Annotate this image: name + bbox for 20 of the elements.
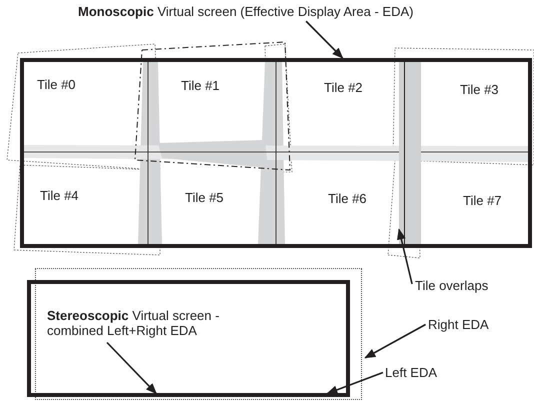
arrow [364, 324, 426, 358]
tile-label: Tile #2 [324, 80, 363, 95]
tile-label: Tile #1 [181, 78, 220, 93]
tile-label: Tile #7 [463, 193, 502, 208]
callout-text: Left EDA [385, 365, 438, 380]
arrow [306, 20, 344, 59]
tile-label: Tile #5 [185, 190, 224, 205]
callout-text: Right EDA [428, 317, 489, 332]
tile-label: Tile #6 [328, 191, 367, 206]
arrow [326, 372, 384, 394]
tile-label: Tile #4 [40, 188, 79, 203]
tile-label: Tile #0 [37, 77, 76, 92]
callout-text: Stereoscopic Virtual screen - combined Left+Right EDA [47, 308, 247, 338]
screen-frame [27, 280, 350, 397]
arrow [106, 342, 157, 394]
tile-label: Tile #3 [460, 82, 499, 97]
callout-text: Monoscopic Virtual screen (Effective Display Area - EDA) [78, 4, 414, 19]
arrow [397, 228, 413, 284]
callout-text: Tile overlaps [415, 278, 488, 293]
overlap-strip [399, 62, 421, 244]
